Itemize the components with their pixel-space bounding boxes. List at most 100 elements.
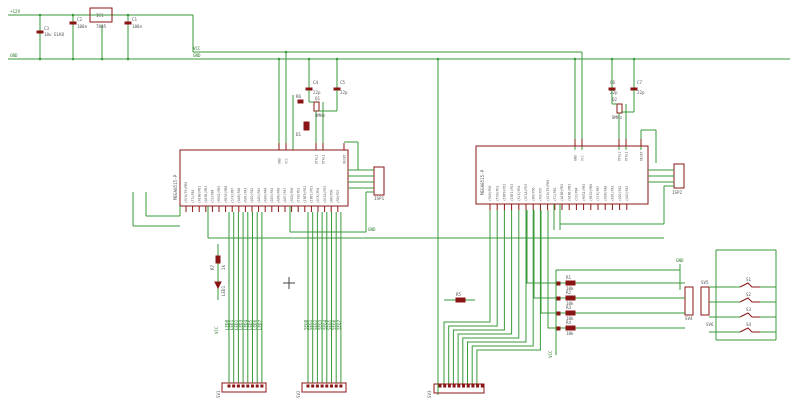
pullup-resistor bbox=[565, 325, 576, 331]
mcu2-pin-label: (SCK)PB7 bbox=[596, 186, 600, 201]
button-network: GND SV4 SV5 SV6 R110kS1R210kS2R310kS3R41… bbox=[526, 210, 777, 355]
mcu2-pin-label: (OC0/T0)PB0 bbox=[546, 180, 550, 201]
mcu1-pin-label: (OC0/T0)PB0 bbox=[184, 182, 188, 203]
connector-pin bbox=[466, 384, 470, 388]
mcu2-pin-label: (MOSI)PB5 bbox=[582, 184, 586, 201]
mcu1-pin-label: (XCK)PD4 bbox=[316, 188, 320, 203]
c2-value: 100n bbox=[77, 24, 88, 29]
sv3-label: SV3 bbox=[427, 390, 432, 398]
connector-pin bbox=[476, 384, 480, 388]
segment-bus-label: SEG1 bbox=[308, 319, 313, 330]
mcu1-pin-label: (AD7)PA7 bbox=[283, 188, 287, 203]
junction bbox=[556, 281, 561, 286]
sv1-label: SV1 bbox=[216, 390, 221, 398]
mcu2-bus-wire bbox=[471, 210, 534, 384]
mcu1-pin-label: XTAL2 bbox=[315, 154, 319, 164]
mcu1-pin-label: (RD)PD7 bbox=[336, 189, 340, 203]
power-supply-section: +12V GND C3 10u ELKO C2 100n IC1 7805 C1… bbox=[8, 7, 194, 61]
r7-resistor bbox=[215, 255, 221, 264]
mcu1-pin-label: GND bbox=[278, 158, 282, 164]
push-button-switch bbox=[739, 297, 760, 303]
mcu2-pin-label: (MISO)PB6 bbox=[589, 184, 593, 201]
mcu2-pin-label: (AIN0)PB2 bbox=[560, 184, 564, 201]
c1-label: C1 bbox=[132, 17, 138, 22]
mcu1-pin-label: (SS)PB4 bbox=[211, 189, 215, 203]
mcu1-clock-reset: C4 22p C5 22p Q1 8MHz R6 D1 bbox=[292, 80, 348, 150]
mcu1-pin-label: (SCK)PB7 bbox=[230, 188, 234, 203]
mcu2-pin-label: (AD0)PA0 bbox=[603, 186, 607, 201]
switch-label: S1 bbox=[746, 277, 752, 282]
connector-pin bbox=[462, 384, 465, 388]
segment-bus-label: SEG4 bbox=[322, 319, 327, 330]
sv4-connector bbox=[684, 286, 694, 316]
c1-value: 100n bbox=[132, 24, 143, 29]
origin-cross bbox=[283, 277, 295, 289]
led-bus-label: LED4 bbox=[243, 319, 248, 330]
connector-pin bbox=[232, 384, 236, 388]
pullup-resistor-label: R1 bbox=[566, 275, 572, 280]
mcu1-pin-label: XTAL1 bbox=[322, 154, 326, 164]
r5-label: R5 bbox=[456, 292, 462, 297]
ic1-label: IC1 bbox=[96, 13, 104, 18]
r6-label: R6 bbox=[296, 94, 302, 99]
q1-value: 8MHz bbox=[315, 113, 326, 118]
mcu2-pin-label: XTAL2 bbox=[618, 151, 622, 161]
isp2-connector: ISP2 bbox=[648, 163, 685, 224]
led1-diode bbox=[214, 281, 222, 290]
connector-pin bbox=[246, 384, 250, 388]
mcu1-pin-label: (AD4)PA4 bbox=[263, 188, 267, 203]
mcu2-bus-wire bbox=[443, 210, 491, 384]
c6-value: 22p bbox=[610, 90, 618, 95]
mcu2-pin-label: (T1)PB1 bbox=[553, 187, 557, 201]
c4-value: 22p bbox=[313, 90, 321, 95]
c5-label: C5 bbox=[340, 80, 346, 85]
mcu1-name: MEGA8515-P bbox=[173, 174, 178, 200]
mcu1-pin-label: (AIN0)PB2 bbox=[197, 186, 201, 203]
push-button-switch bbox=[739, 327, 760, 333]
mcu2-bus-wire bbox=[476, 210, 541, 384]
mcu1-pin-label: (AD3)PA3 bbox=[257, 188, 261, 203]
sv6-label: SV6 bbox=[706, 322, 714, 327]
led-bus-label: LED5 bbox=[248, 319, 253, 330]
mcu1-pin-label: (INT1)PD3 bbox=[310, 186, 314, 203]
q1-crystal bbox=[313, 101, 320, 112]
connector-pin bbox=[315, 384, 319, 388]
led-indicator: R7 1k LED1 bbox=[210, 244, 226, 300]
mcu1-bottom-pins: (OC0/T0)PB0(T1)PB1(AIN0)PB2(AIN1)PB3(SS)… bbox=[184, 182, 340, 212]
mcu2-pin-label: (TXD)PD1 bbox=[495, 186, 499, 201]
pullup-resistor-value: 10k bbox=[566, 331, 574, 336]
led-bus-label: LED1 bbox=[229, 319, 234, 330]
led1-label: LED1 bbox=[221, 285, 226, 296]
segment-bus-label: SEG6 bbox=[332, 319, 337, 330]
junction bbox=[556, 311, 561, 316]
sv5-label: SV5 bbox=[701, 280, 709, 285]
connector-pin bbox=[320, 384, 324, 388]
c6-label: C6 bbox=[610, 80, 616, 85]
pullup-resistor bbox=[565, 280, 576, 286]
connector-pin bbox=[260, 384, 264, 388]
mcu2-pin-label: (XCK)PD4 bbox=[517, 186, 521, 201]
mcu1-pin-label: (MISO)PB6 bbox=[224, 186, 228, 203]
mcu2-pin-label: (AD3)PA3 bbox=[625, 186, 629, 201]
mcu1-pin-label: (RXD)PD0 bbox=[290, 188, 294, 203]
mcu2-bus-wire bbox=[452, 210, 505, 384]
c1-capacitor bbox=[124, 21, 132, 25]
mcu1-pin-label: (MOSI)PB5 bbox=[217, 186, 221, 203]
ic1-value: 7805 bbox=[96, 24, 107, 29]
mcu2-pin-label: (RXD)PD0 bbox=[488, 186, 492, 201]
mcu1-pin-label: (AD2)PA2 bbox=[250, 188, 254, 203]
isp2-body bbox=[673, 163, 685, 189]
c2-capacitor bbox=[69, 21, 77, 25]
connector-pin bbox=[325, 384, 329, 388]
segment-bus-label: SEG3 bbox=[318, 319, 323, 330]
mcu1-pin-label: (TXD)PD1 bbox=[296, 188, 300, 203]
r6-resistor bbox=[297, 99, 304, 104]
mcu2-bus-wire bbox=[457, 210, 513, 384]
q1-label: Q1 bbox=[315, 96, 321, 101]
connector-pin bbox=[306, 384, 310, 388]
